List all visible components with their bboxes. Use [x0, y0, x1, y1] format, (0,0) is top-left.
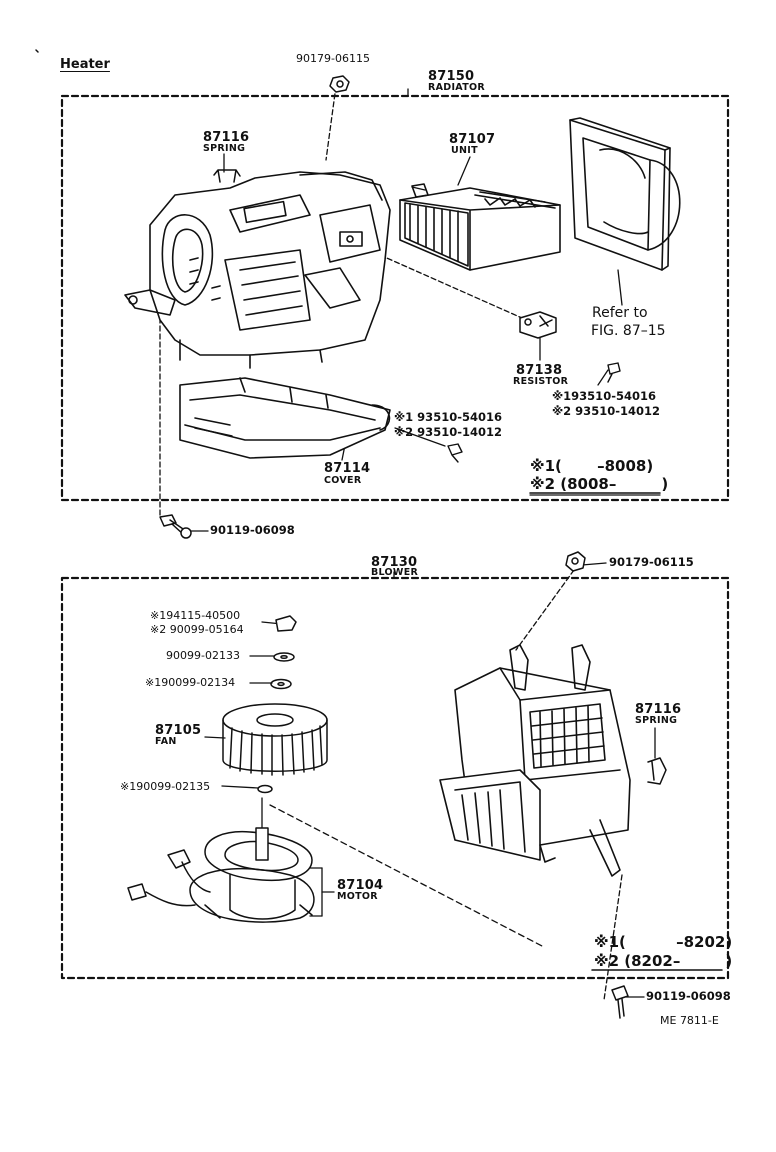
heater-case-spring-clip [213, 169, 241, 183]
radiator-assembly-name: RADIATOR [428, 82, 485, 93]
blower-spring-part-number: 87116 [635, 702, 682, 717]
fan-part-name: FAN [155, 736, 177, 747]
blower-nut-variant-1: ※194115-40500 [150, 609, 241, 622]
motor-drawing [127, 827, 315, 923]
unit-part-number: 87107 [449, 132, 496, 147]
radiator-top-nut-part-number: 90179-06115 [296, 52, 370, 65]
resistor-part-number: 87138 [516, 363, 563, 378]
motor-part-number: 87104 [337, 878, 384, 893]
refer-text-line1: Refer to [592, 305, 648, 321]
blower-housing-drawing [439, 644, 631, 877]
resistor-drawing [519, 311, 557, 339]
washer-drawings [257, 615, 297, 794]
cover-part-name: COVER [324, 475, 362, 486]
cover-screw-variant-1: ※1 93510-54016 [394, 410, 502, 424]
blower-assembly-number: 87130 [371, 555, 418, 570]
heater-unit-drawing [399, 183, 561, 271]
blower-top-nut-part-number: 90179-06115 [609, 555, 694, 569]
radiator-top-nut-drawing [329, 75, 350, 93]
refer-text-line2: FIG. 87–15 [591, 323, 666, 339]
blower-bottom-bolt-drawing [611, 985, 629, 1019]
cover-screw-variant-2: ※2 93510-14012 [394, 425, 502, 439]
washer-part-number-3: ※190099-02135 [120, 780, 211, 793]
cover-part-number: 87114 [324, 461, 371, 476]
radiator-date-note-1: ※1( –8008) [530, 457, 654, 475]
blower-top-nut-drawing [565, 551, 586, 572]
blower-nut-variant-2: ※2 90099-05164 [150, 623, 244, 636]
radiator-bottom-bolt-part-number: 90119-06098 [210, 523, 295, 537]
screw-drawings [447, 362, 621, 463]
radiator-assembly-number: 87150 [428, 69, 475, 84]
blower-spring-part-name: SPRING [635, 715, 678, 726]
spring-part-name: SPRING [203, 143, 246, 154]
radiator-bottom-bolt-drawing [159, 514, 192, 539]
washer-part-number-1: 90099-02133 [166, 649, 240, 662]
spring-part-number: 87116 [203, 130, 250, 145]
blower-assembly-name: BLOWER [371, 567, 419, 578]
resistor-screw-variant-2: ※2 93510-14012 [552, 404, 660, 418]
motor-part-name: MOTOR [337, 891, 378, 902]
radiator-section-frame [60, 94, 730, 502]
washer-part-number-2: ※190099-02134 [145, 676, 236, 689]
fan-drawing [222, 703, 328, 776]
blower-bottom-bolt-part-number: 90119-06098 [646, 989, 731, 1003]
radiator-date-note-2: ※2 (8008– ) [530, 475, 669, 493]
blower-date-note-1: ※1( –8202) [594, 933, 733, 951]
blower-spring-clip-drawing [647, 757, 667, 785]
footer-drawing-code: ME 7811-E [660, 1014, 719, 1027]
unit-part-name: UNIT [451, 145, 478, 156]
resistor-screw-variant-1: ※193510-54016 [552, 389, 656, 403]
duct-frame-drawing [569, 117, 681, 271]
resistor-part-name: RESISTOR [513, 376, 569, 387]
blower-section-frame [60, 576, 730, 980]
blower-date-note-2: ※2 (8202– ) [594, 952, 733, 970]
fan-part-number: 87105 [155, 723, 202, 738]
cover-drawing [179, 377, 391, 459]
heater-case-drawing [124, 171, 391, 369]
page-title: Heater [60, 57, 110, 72]
